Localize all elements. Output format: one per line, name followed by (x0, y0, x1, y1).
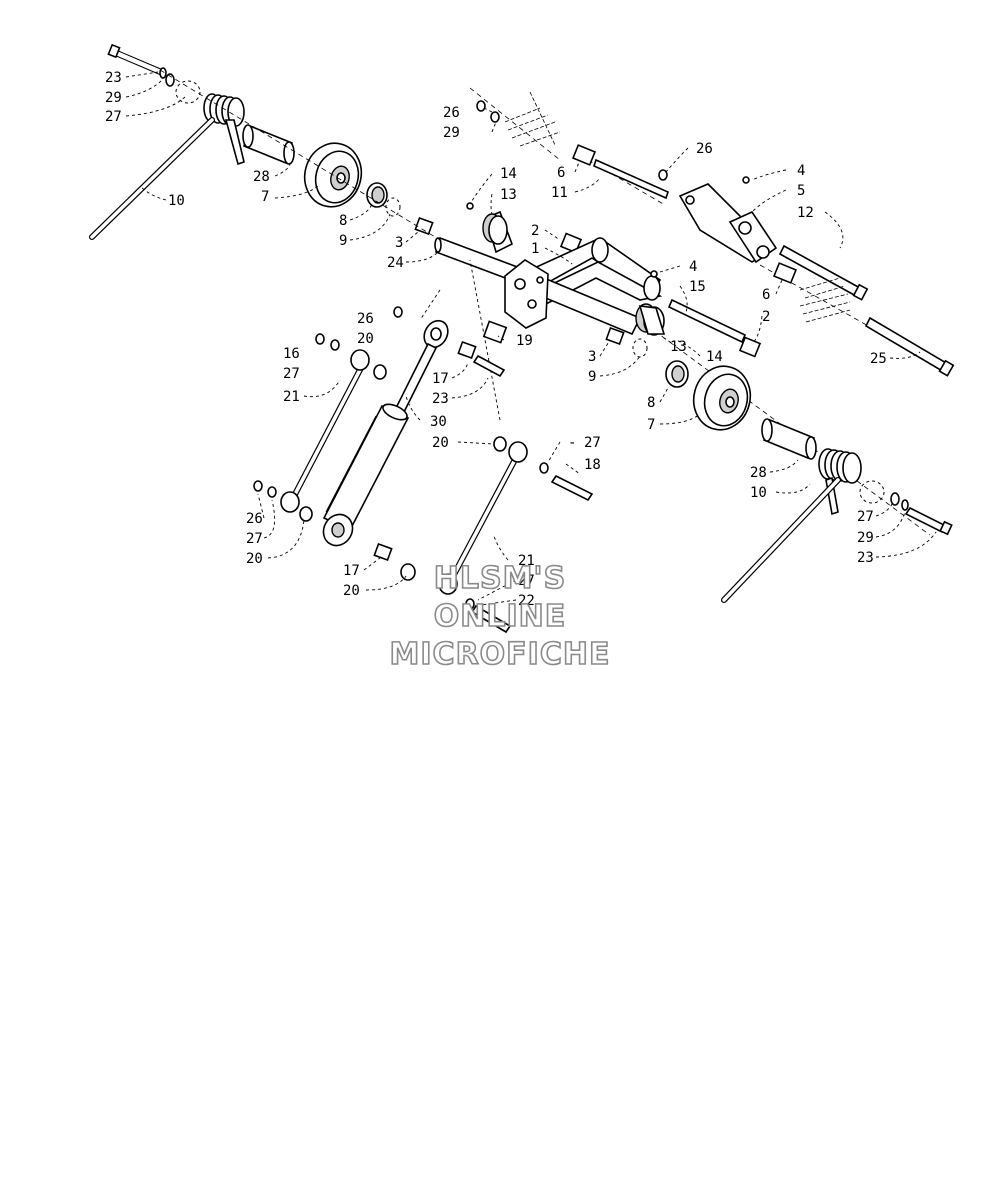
callout-7: 7 (261, 189, 269, 205)
watermark-line-1: HLSM'S (434, 561, 566, 596)
callout-26: 26 (357, 311, 374, 327)
callout-1: 1 (531, 241, 539, 257)
right-idler-wheel (692, 365, 752, 431)
callout-29: 29 (105, 90, 122, 106)
callout-28: 28 (750, 465, 767, 481)
callout-8: 8 (339, 213, 347, 229)
callout-17: 17 (432, 371, 449, 387)
callout-13: 13 (670, 339, 687, 355)
callout-9: 9 (588, 369, 596, 385)
callout-26: 26 (246, 511, 263, 527)
callout-27: 27 (246, 531, 263, 547)
callout-2: 2 (762, 309, 770, 325)
svg-text:-: - (568, 435, 576, 451)
right-torsion-spring (818, 448, 862, 516)
callout-2: 2 (531, 223, 539, 239)
callout-4: 4 (797, 163, 805, 179)
callout-23: 23 (105, 70, 122, 86)
upper-link (280, 306, 506, 522)
callout-8: 8 (647, 395, 655, 411)
callout-labels: 23 29 27 10 28 7 8 9 3 24 26 29 14 13 6 … (105, 70, 887, 609)
callout-20: 20 (432, 435, 449, 451)
callout-9: 9 (339, 233, 347, 249)
left-spring-assembly (89, 43, 521, 284)
right-mount-bracket (658, 169, 955, 377)
callout-29: 29 (443, 125, 460, 141)
callout-28: 28 (253, 169, 270, 185)
callout-23: 23 (432, 391, 449, 407)
main-frame-arm (482, 232, 663, 344)
callout-27: 27 (518, 573, 535, 589)
left-torsion-spring (203, 93, 245, 166)
callout-27: 27 (105, 109, 122, 125)
callout-18: 18 (584, 457, 601, 473)
callout-20: 20 (343, 583, 360, 599)
callout-20: 20 (246, 551, 263, 567)
callout-27: 27 (283, 366, 300, 382)
callout-26: 26 (443, 105, 460, 121)
shock-absorber (322, 259, 501, 547)
callout-23: 23 (857, 550, 874, 566)
bushing-13-top (466, 202, 514, 254)
callout-15: 15 (689, 279, 706, 295)
callout-16: 16 (283, 346, 300, 362)
callout-19: 19 (516, 333, 533, 349)
callout-7: 7 (647, 417, 655, 433)
watermark-line-2: ONLINE (434, 599, 567, 634)
callout-11: 11 (551, 185, 568, 201)
callout-6: 6 (557, 165, 565, 181)
callout-10: 10 (168, 193, 185, 209)
callout-29: 29 (857, 530, 874, 546)
callout-5: 5 (797, 183, 805, 199)
callout-27: 27 (857, 509, 874, 525)
callout-26: 26 (696, 141, 713, 157)
callout-21: 21 (518, 553, 535, 569)
callout-25: 25 (870, 351, 887, 367)
callout-30: 30 (430, 414, 447, 430)
lower-link (253, 436, 594, 634)
callout-14: 14 (500, 166, 517, 182)
callout-21: 21 (283, 389, 300, 405)
left-sleeve (242, 124, 295, 165)
callout-6: 6 (762, 287, 770, 303)
callout-24: 24 (387, 255, 404, 271)
callout-14: 14 (706, 349, 723, 365)
callout-4: 4 (689, 259, 697, 275)
callout-13: 13 (500, 187, 517, 203)
top-mid-hardware (476, 91, 669, 200)
watermark-line-3: MICROFICHE (390, 637, 611, 672)
callout-10: 10 (750, 485, 767, 501)
callout-17: 17 (343, 563, 360, 579)
right-side-assembly (605, 298, 953, 603)
callout-3: 3 (588, 349, 596, 365)
callout-27: 27 (584, 435, 601, 451)
callout-22: 22 (518, 593, 535, 609)
callout-12: 12 (797, 205, 814, 221)
leader-lines (125, 71, 937, 607)
callout-3: 3 (395, 235, 403, 251)
left-idler-wheel (303, 142, 363, 208)
watermark: HLSM'S ONLINE MICROFICHE (389, 560, 611, 673)
callout-20: 20 (357, 331, 374, 347)
